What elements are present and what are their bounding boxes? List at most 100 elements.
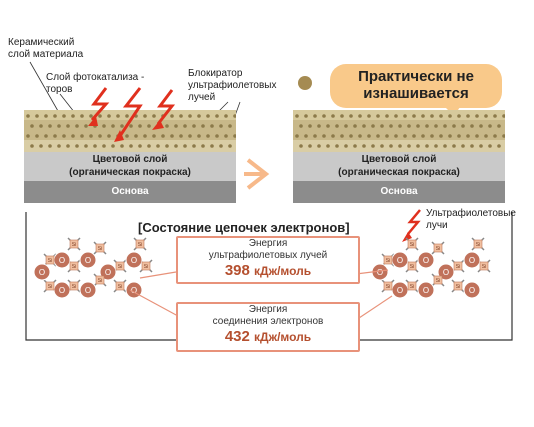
coating-particle (89, 134, 93, 138)
coating-particle (161, 134, 165, 138)
coating-particle (358, 114, 362, 118)
silicon-atom (115, 261, 125, 271)
ceramic-layer-label: Керамический слой материала (8, 37, 84, 60)
coating-particle (170, 114, 174, 118)
color-layer-line1: Цветовой слой (92, 154, 168, 165)
coating-particle (125, 114, 129, 118)
uv-energy-caption-1: Энергия (248, 238, 288, 249)
coating-layer (24, 110, 236, 152)
base-layer-right: Основа (293, 181, 505, 203)
coating-particle (35, 114, 39, 118)
oxygen-atom (79, 281, 97, 299)
coating-particle (317, 124, 321, 128)
coating-particle (398, 144, 402, 148)
silicon-atom (479, 261, 489, 271)
coating-particle (367, 134, 371, 138)
silicon-atom (407, 239, 417, 249)
nearly-no-wear-bubble: Практически не изнашивается (330, 64, 502, 108)
coating-particle (497, 144, 501, 148)
base-label: Основа (111, 186, 149, 197)
coating-particle (335, 124, 339, 128)
silicon-label: Si (72, 264, 76, 270)
coating-particle (484, 134, 488, 138)
coating-particle (376, 134, 380, 138)
coating-particle (147, 144, 151, 148)
silicon-atom (383, 255, 393, 265)
coating-particle (362, 124, 366, 128)
coating-particle (39, 124, 43, 128)
coating-particle (57, 124, 61, 128)
uv-energy-unit: кДж/моль (254, 264, 312, 278)
coating-particle (53, 134, 57, 138)
coating-particle (93, 144, 97, 148)
coating-particle (403, 114, 407, 118)
coating-particle (497, 124, 501, 128)
right-layer-stack: Цветовой слой (органическая покраска) Ос… (293, 110, 505, 203)
coating-particle (71, 114, 75, 118)
coating-particle (362, 144, 366, 148)
coating-particle (475, 134, 479, 138)
coating-particle (367, 114, 371, 118)
silicon-atom (45, 281, 55, 291)
silicon-label: Si (436, 278, 440, 284)
coating-particle (102, 144, 106, 148)
coating-particle (430, 134, 434, 138)
coating-particle (48, 144, 52, 148)
coating-particle (206, 134, 210, 138)
coating-particle (129, 124, 133, 128)
left-layer-stack: Цветовой слой (органическая покраска) Ос… (24, 110, 236, 203)
coating-particle (192, 144, 196, 148)
coating-particle (349, 134, 353, 138)
coating-particle (344, 124, 348, 128)
silicon-atom (135, 239, 145, 249)
coating-particle (349, 114, 353, 118)
coating-particle (152, 134, 156, 138)
coating-particle (84, 144, 88, 148)
color-layer-line2: (органическая покраска) (69, 167, 191, 178)
coating-particle (107, 114, 111, 118)
coating-particle (448, 114, 452, 118)
coating-particle (466, 134, 470, 138)
coating-particle (434, 124, 438, 128)
bond-energy-caption-2: соединения электронов (212, 316, 324, 327)
coating-particle (502, 114, 505, 118)
coating-particle (466, 114, 470, 118)
oxygen-label: O (105, 268, 111, 277)
coating-particle (143, 134, 147, 138)
coating-particle (470, 124, 474, 128)
indicator-dot (298, 76, 312, 90)
coating-particle (389, 124, 393, 128)
silicon-atom (407, 281, 417, 291)
coating-particle (425, 124, 429, 128)
coating-particle (44, 134, 48, 138)
coating-particle (174, 144, 178, 148)
coating-particle (322, 134, 326, 138)
coating-particle (44, 114, 48, 118)
coating-particle (62, 114, 66, 118)
coating-particle (295, 114, 299, 118)
coating-particle (385, 134, 389, 138)
silicon-atom (141, 261, 151, 271)
bond-energy-box: Энергия соединения электронов 432 кДж/мо… (176, 302, 360, 352)
coating-particle (138, 124, 142, 128)
silicon-label: Si (410, 284, 414, 290)
coating-particle (493, 134, 497, 138)
color-layer-line2-right: (органическая покраска) (338, 167, 460, 178)
coating-particle (439, 114, 443, 118)
uv-rays-label: Ультрафиолетовые лучи (426, 208, 516, 231)
silicon-label: Si (118, 264, 122, 270)
coating-particle (394, 114, 398, 118)
uv-lightning-icons (88, 87, 176, 142)
uv-ray-bolt-icon (402, 209, 421, 242)
silicon-atom (69, 239, 79, 249)
coating-particle (116, 114, 120, 118)
coating-particle (421, 114, 425, 118)
coating-particle (448, 134, 452, 138)
coating-particle (165, 124, 169, 128)
silicon-label: Si (482, 264, 486, 270)
coating-particle (443, 124, 447, 128)
coating-particle (304, 134, 308, 138)
coating-particle (125, 134, 129, 138)
silicon-label: Si (410, 242, 414, 248)
